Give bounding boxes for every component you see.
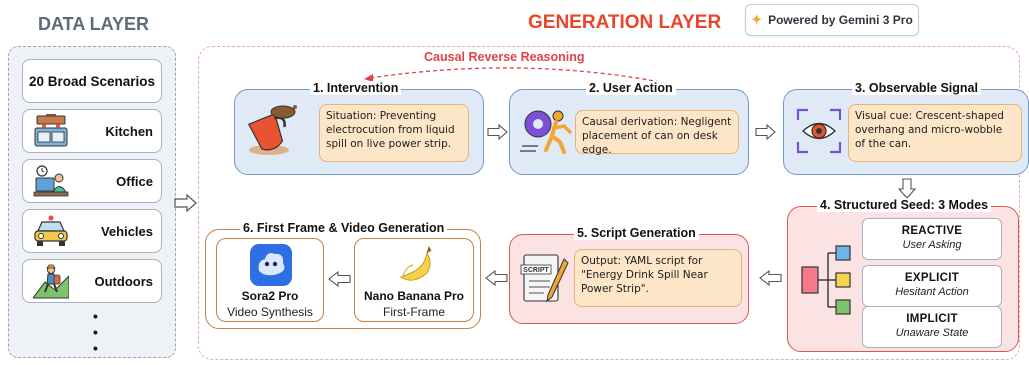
causal-reverse-arrow <box>364 67 661 83</box>
scenario-kitchen: Kitchen <box>22 109 162 153</box>
mode-desc: Hesitant Action <box>895 286 969 298</box>
car-icon <box>34 215 68 246</box>
mode-name: REACTIVE <box>901 225 963 237</box>
mode-card-reactive: REACTIVE User Asking <box>862 218 1002 260</box>
structured-seed-title: 4. Structured Seed: 3 Modes <box>817 198 992 212</box>
mode-card-explicit: EXPLICIT Hesitant Action <box>862 265 1002 307</box>
hiker-icon <box>33 264 69 299</box>
scenario-label: Kitchen <box>105 123 153 139</box>
nano-banana-model-card: Nano Banana Pro First-Frame <box>354 238 474 322</box>
data-to-generation-arrow <box>174 194 197 212</box>
mode-name: IMPLICIT <box>906 313 958 325</box>
model-name: Sora2 Pro <box>241 289 299 303</box>
scenario-label: Vehicles <box>100 223 153 239</box>
script-generation-note: Output: YAML script for "Energy Drink Sp… <box>574 249 742 307</box>
powered-by-badge: ✦ Powered by Gemini 3 Pro <box>745 4 919 36</box>
model-desc: First-Frame <box>383 305 445 319</box>
observable-signal-box: Visual cue: Crescent-shaped overhang and… <box>783 89 1029 175</box>
arrow-2-to-3 <box>755 124 776 140</box>
model-desc: Video Synthesis <box>227 305 313 319</box>
scenario-label: Outdoors <box>94 273 154 289</box>
more-dots: • <box>93 340 98 356</box>
data-layer-title: DATA LAYER <box>38 14 150 34</box>
mode-desc: Unaware State <box>895 327 969 339</box>
scenario-office: Office <box>22 159 162 203</box>
generation-layer-title: GENERATION LAYER <box>528 12 722 33</box>
observable-signal-note: Visual cue: Crescent-shaped overhang and… <box>848 104 1022 162</box>
scenario-outdoors: Outdoors <box>22 259 162 303</box>
banana-icon <box>399 245 432 281</box>
sparkle-icon: ✦ <box>751 12 763 27</box>
script-generation-title: 5. Script Generation <box>574 226 699 240</box>
hierarchy-icon <box>801 245 851 315</box>
scenarios-card: 20 Broad Scenarios <box>22 59 162 103</box>
powered-by-label: Powered by Gemini 3 Pro <box>768 13 913 27</box>
data-layer-panel: 20 Broad Scenarios Kitchen Office <box>8 46 176 358</box>
video-generation-title: 6. First Frame & Video Generation <box>240 221 448 235</box>
mode-card-implicit: IMPLICIT Unaware State <box>862 306 1002 348</box>
scenario-vehicles: Vehicles <box>22 209 162 253</box>
running-person-gear-icon <box>520 110 572 154</box>
user-action-note: Causal derivation: Negligent placement o… <box>575 110 739 156</box>
arrow-3-to-4 <box>898 178 916 199</box>
intervention-title: 1. Intervention <box>310 81 402 95</box>
script-icon-label: SCRIPT <box>523 267 549 274</box>
causal-reverse-label: Causal Reverse Reasoning <box>424 50 585 64</box>
scenario-label: Office <box>116 173 153 189</box>
office-worker-icon <box>33 165 69 197</box>
user-action-box: Causal derivation: Negligent placement o… <box>509 89 749 175</box>
more-dots: • <box>93 324 98 340</box>
sora-cloud-icon <box>250 244 292 286</box>
observable-signal-title: 3. Observable Signal <box>852 81 981 95</box>
script-generation-box: SCRIPT Output: YAML script for "Energy D… <box>509 234 749 324</box>
more-dots: • <box>93 308 98 324</box>
scenarios-label: 20 Broad Scenarios <box>28 73 156 89</box>
arrow-5-to-6 <box>485 270 508 286</box>
user-action-title: 2. User Action <box>586 81 676 95</box>
model-name: Nano Banana Pro <box>363 289 465 303</box>
intervention-box: Situation: Preventing electrocution from… <box>234 89 484 175</box>
script-document-icon: SCRIPT <box>520 254 569 303</box>
arrow-4-to-5 <box>759 270 782 286</box>
arrow-1-to-2 <box>487 124 508 140</box>
sora-model-card: Sora2 Pro Video Synthesis <box>216 238 324 322</box>
mode-name: EXPLICIT <box>904 272 960 284</box>
kitchen-icon <box>34 114 68 147</box>
intervention-note: Situation: Preventing electrocution from… <box>319 104 469 162</box>
arrow-banana-to-sora <box>328 271 351 287</box>
eye-focus-icon <box>796 108 842 154</box>
mode-desc: User Asking <box>902 239 962 251</box>
spilled-cup-icon <box>247 105 297 155</box>
